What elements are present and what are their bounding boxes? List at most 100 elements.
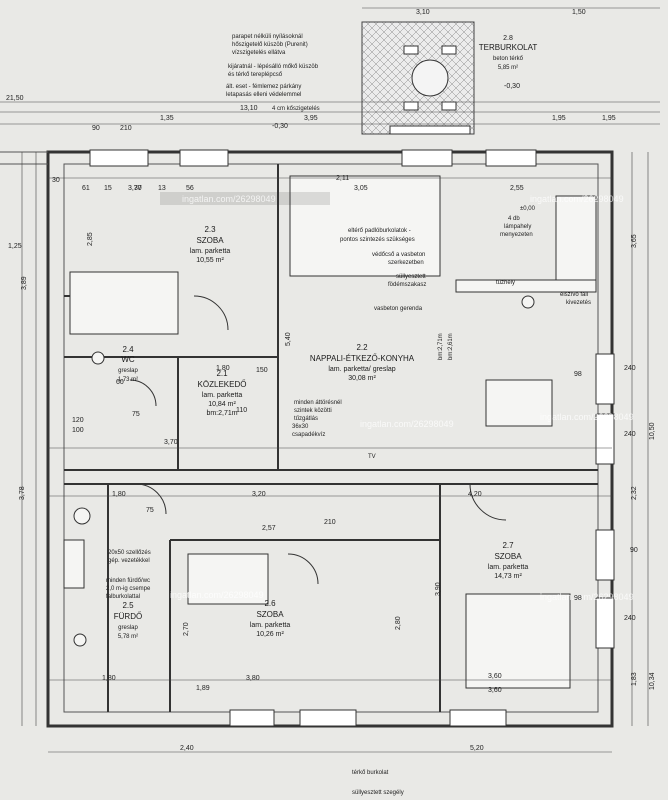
room-name: SZOBA — [256, 610, 284, 619]
svg-text:süllyesztett: süllyesztett — [396, 274, 426, 280]
svg-text:2,32: 2,32 — [631, 486, 638, 500]
sofa — [289, 175, 441, 277]
svg-text:3,70: 3,70 — [164, 439, 178, 446]
svg-text:1,25: 1,25 — [8, 243, 22, 250]
svg-text:75: 75 — [132, 411, 140, 418]
notes-hall: minden áttörésnél szintek közötti tűzgát… — [292, 333, 454, 460]
room-id: 2.2 — [356, 343, 368, 352]
washbasin — [73, 507, 91, 525]
watermark-6: ingatlan.com/26298049 — [540, 592, 634, 602]
svg-text:elszívó fali: elszívó fali — [560, 292, 588, 298]
room-floor: lam. parketta/ greslap — [328, 366, 395, 373]
kitchen-island — [455, 279, 597, 293]
watermark-2: ingatlan.com/26298049 — [360, 419, 454, 429]
svg-text:98: 98 — [574, 595, 582, 602]
svg-text:tűzhely: tűzhely — [496, 280, 515, 286]
svg-text:2,57: 2,57 — [262, 525, 276, 532]
room-name: WC — [121, 355, 135, 364]
stove-hob — [521, 295, 535, 309]
svg-text:3,89: 3,89 — [21, 276, 28, 290]
svg-text:lámpahely: lámpahely — [504, 224, 531, 230]
svg-text:eltérő padlóburkolatok -: eltérő padlóburkolatok - — [348, 228, 411, 234]
svg-text:szerkezetben: szerkezetben — [388, 260, 424, 266]
svg-text:parapet nélküli nyílásoknál: parapet nélküli nyílásoknál — [232, 34, 303, 40]
dimension-labels: 3,10 1,50 21,50 13,10 3,95 1,35 1,95 1,9… — [6, 9, 656, 752]
room-floor: lam. parketta — [250, 622, 291, 629]
doors — [129, 295, 507, 585]
svg-text:75: 75 — [146, 507, 154, 514]
room-id: 2.8 — [503, 35, 513, 42]
kitchen-counter — [555, 195, 597, 293]
svg-text:20x50 szellőzés: 20x50 szellőzés — [108, 550, 151, 556]
svg-text:-0,30: -0,30 — [272, 123, 288, 130]
room-name: SZOBA — [494, 552, 522, 561]
room-floor: greslap — [118, 368, 138, 374]
room-area: 30,08 m² — [348, 375, 376, 382]
svg-text:2,40: 2,40 — [180, 745, 194, 752]
svg-text:56: 56 — [186, 185, 194, 192]
svg-text:1,50: 1,50 — [572, 9, 586, 16]
room-2-6-label: 2.6 SZOBA lam. parketta 10,26 m² — [250, 599, 291, 638]
svg-text:210: 210 — [120, 125, 132, 132]
svg-text:240: 240 — [624, 615, 636, 622]
room-id: 2.4 — [122, 345, 134, 354]
svg-text:2,70: 2,70 — [183, 622, 190, 636]
svg-text:süllyesztett szegély: süllyesztett szegély — [352, 790, 404, 796]
svg-text:1,35: 1,35 — [160, 115, 174, 122]
room-2-7-label: 2.7 SZOBA lam. parketta 14,73 m² — [488, 541, 529, 580]
bed-room-2-7 — [465, 593, 571, 689]
dimension-lines — [0, 7, 660, 753]
svg-text:falburkolattal: falburkolattal — [106, 594, 140, 600]
svg-text:minden fürdő/wc: minden fürdő/wc — [106, 578, 150, 584]
svg-text:37: 37 — [134, 185, 142, 192]
svg-text:és térkő tereplépcső: és térkő tereplépcső — [228, 72, 283, 78]
svg-text:minden áttörésnél: minden áttörésnél — [294, 400, 342, 406]
svg-text:3,05: 3,05 — [354, 185, 368, 192]
room-2-5-label: 2.5 FÜRDŐ greslap 5,78 m² — [114, 601, 142, 640]
svg-text:TV: TV — [368, 454, 376, 460]
level-mark: -0,30 — [504, 83, 520, 90]
room-area: 10,55 m² — [196, 257, 224, 264]
room-floor: beton térkő — [493, 56, 524, 62]
svg-text:5,20: 5,20 — [470, 745, 484, 752]
svg-text:1,83: 1,83 — [631, 672, 638, 686]
svg-text:hőszigetelő küszöb (Purenit): hőszigetelő küszöb (Purenit) — [232, 42, 308, 48]
watermark-1: ingatlan.com/26298049 — [182, 194, 276, 204]
room-2-1-label: 2.1 KÖZLEKEDŐ lam. parketta 10,84 m² bm:… — [198, 369, 247, 417]
svg-text:90: 90 — [92, 125, 100, 132]
svg-text:150: 150 — [256, 367, 268, 374]
watermark-5: ingatlan.com/26298049 — [540, 412, 634, 422]
windows — [89, 149, 615, 727]
svg-text:pontos szintezés szükséges: pontos szintezés szükséges — [340, 237, 415, 243]
svg-text:210: 210 — [324, 519, 336, 526]
room-name: FÜRDŐ — [114, 612, 142, 621]
watermarks: ingatlan.com/26298049 ingatlan.com/26298… — [160, 192, 634, 602]
dining-table — [485, 379, 553, 427]
room-area: 5,85 m² — [498, 65, 518, 71]
room-name: KÖZLEKEDŐ — [198, 380, 247, 389]
svg-text:gép. vezetékkel: gép. vezetékkel — [108, 558, 150, 564]
svg-text:letapasás elleni védelemmel: letapasás elleni védelemmel — [226, 92, 301, 98]
svg-text:menyezeten: menyezeten — [500, 232, 533, 238]
svg-text:3,65: 3,65 — [631, 234, 638, 248]
svg-text:±0,00: ±0,00 — [520, 206, 536, 212]
terrace — [361, 21, 475, 135]
svg-text:födémszakasz: födémszakasz — [388, 282, 426, 288]
furniture — [63, 175, 597, 689]
svg-text:240: 240 — [624, 431, 636, 438]
room-id: 2.6 — [264, 599, 276, 608]
svg-text:3,60: 3,60 — [488, 687, 502, 694]
svg-text:3,80: 3,80 — [246, 675, 260, 682]
room-name: SZOBA — [196, 236, 224, 245]
notes-bath: 20x50 szellőzés gép. vezetékkel minden f… — [106, 550, 151, 600]
bed-room-2-6 — [187, 553, 269, 605]
notes-bottom: térkő burkolat süllyesztett szegély — [352, 770, 404, 796]
svg-text:kivezetés: kivezetés — [566, 300, 591, 306]
room-floor: lam. parketta — [190, 248, 231, 255]
svg-text:1,80: 1,80 — [216, 365, 230, 372]
svg-text:1,80: 1,80 — [112, 491, 126, 498]
svg-text:3,20: 3,20 — [252, 491, 266, 498]
svg-text:bm:2,71m: bm:2,71m — [438, 333, 444, 360]
room-2-4-label: 2.4 WC greslap 1,73 m² — [118, 345, 139, 383]
